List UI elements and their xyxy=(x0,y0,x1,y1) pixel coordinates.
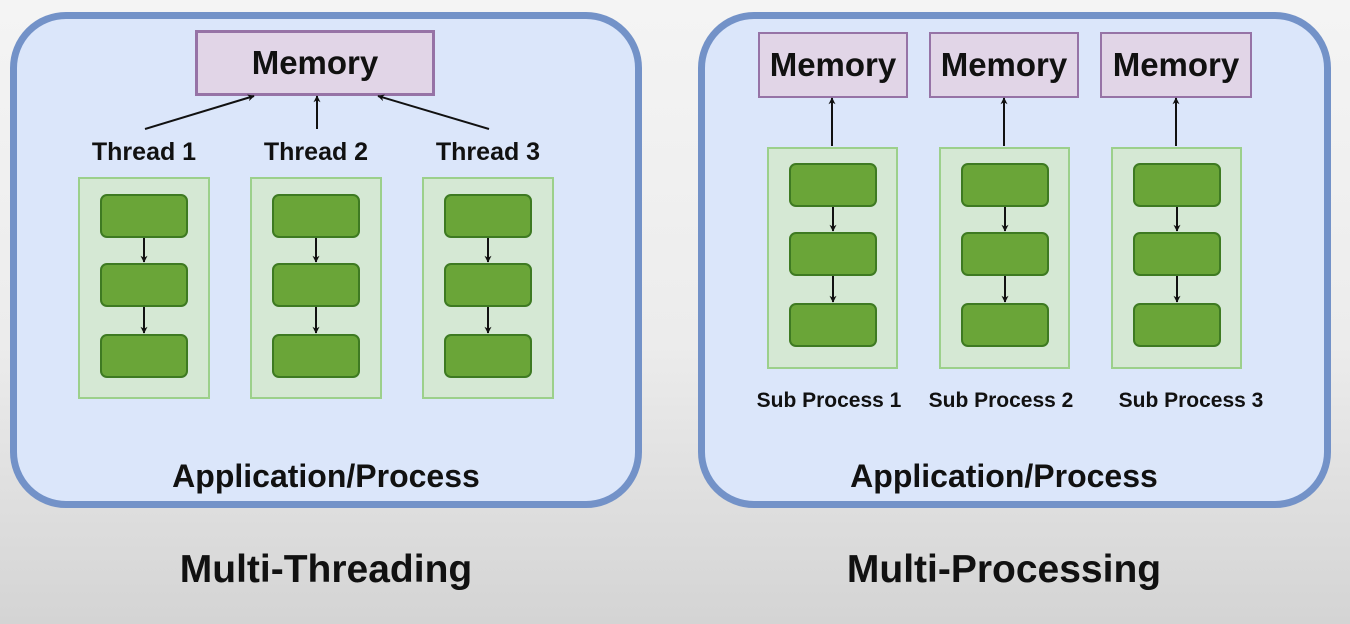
sub-process-3-step-2 xyxy=(1133,232,1221,276)
sub-process-2-step-2 xyxy=(961,232,1049,276)
sub-process-2-step-1 xyxy=(961,163,1049,207)
sub-process-3-label: Sub Process 3 xyxy=(1118,389,1264,412)
process-3-memory-box: Memory xyxy=(1100,32,1252,98)
thread-3-step-1 xyxy=(444,194,532,238)
thread-2-step-3 xyxy=(272,334,360,378)
thread-3-label: Thread 3 xyxy=(435,138,541,166)
sub-process-1-label: Sub Process 1 xyxy=(756,389,902,412)
sub-process-1-step-2 xyxy=(789,232,877,276)
process-2-memory-box: Memory xyxy=(929,32,1079,98)
process-1-memory-box: Memory xyxy=(758,32,908,98)
thread-3-step-2 xyxy=(444,263,532,307)
thread-1-step-1 xyxy=(100,194,188,238)
thread-2-step-2 xyxy=(272,263,360,307)
process-2-memory-label: Memory xyxy=(940,46,1068,83)
multithreading-caption: Multi-Threading xyxy=(179,548,473,591)
shared-memory-box: Memory xyxy=(195,30,435,96)
process-3-memory-label: Memory xyxy=(1112,46,1240,83)
sub-process-2-label: Sub Process 2 xyxy=(928,389,1074,412)
multithreading-container-label: Application/Process xyxy=(172,458,480,494)
thread-2-label: Thread 2 xyxy=(263,138,369,166)
thread-3-step-3 xyxy=(444,334,532,378)
sub-process-1-step-1 xyxy=(789,163,877,207)
process-1-memory-label: Memory xyxy=(769,46,897,83)
thread-1-label: Thread 1 xyxy=(91,138,197,166)
sub-process-3-step-3 xyxy=(1133,303,1221,347)
sub-process-1-step-3 xyxy=(789,303,877,347)
multiprocessing-container-label: Application/Process xyxy=(850,458,1158,494)
thread-2-step-1 xyxy=(272,194,360,238)
shared-memory-label: Memory xyxy=(251,44,379,81)
sub-process-3-step-1 xyxy=(1133,163,1221,207)
sub-process-2-step-3 xyxy=(961,303,1049,347)
thread-1-step-3 xyxy=(100,334,188,378)
thread-1-step-2 xyxy=(100,263,188,307)
multiprocessing-caption: Multi-Processing xyxy=(846,548,1162,591)
